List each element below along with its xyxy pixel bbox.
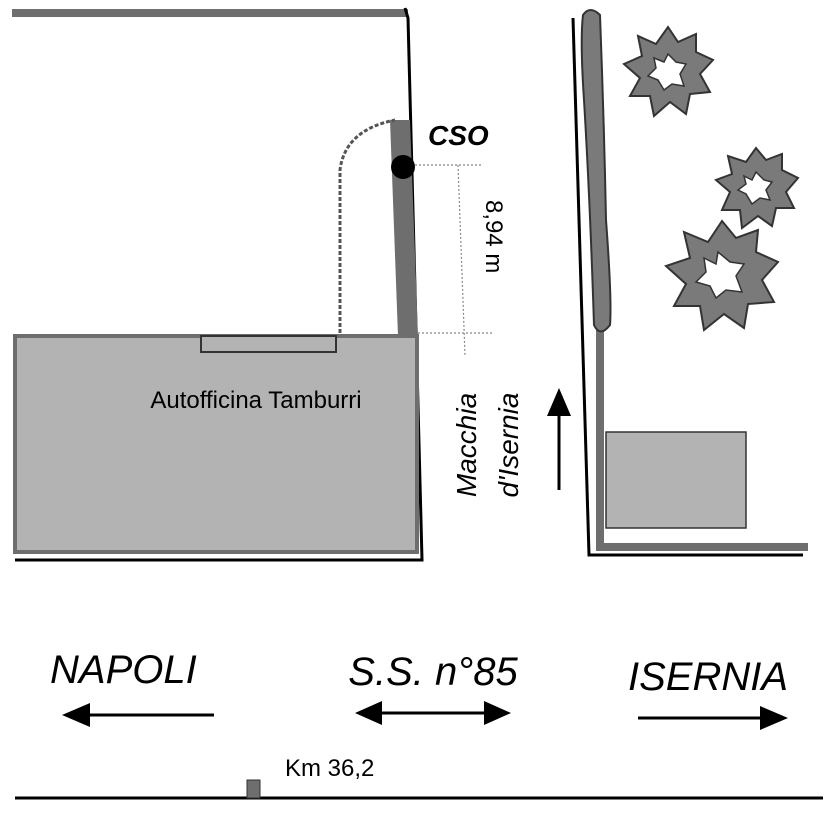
right-gray-wall — [596, 330, 808, 551]
hedge-strip — [580, 9, 612, 333]
cso-label: CSO — [428, 120, 489, 151]
tree-icon — [664, 219, 780, 332]
road-center-label: S.S. n°85 — [348, 650, 518, 694]
cso-point — [391, 155, 415, 179]
right-road-edge — [571, 17, 803, 557]
building-autofficina — [13, 334, 419, 554]
tree-icon — [714, 146, 800, 230]
building-label: Autofficina Tamburri — [150, 387, 361, 414]
arrow-both-head-left — [355, 701, 382, 725]
direction-right-label: ISERNIA — [628, 655, 788, 699]
km-marker-post — [246, 779, 261, 799]
km-marker-label: Km 36,2 — [285, 755, 374, 782]
dimension-line-vertical — [457, 164, 466, 356]
direction-left-label: NAPOLI — [50, 648, 197, 692]
dashed-connection — [338, 118, 396, 333]
road-name-line1: Macchia — [451, 393, 482, 497]
road-direction-arrow-head — [547, 388, 571, 416]
building-entrance — [200, 335, 337, 353]
distance-label: 8,94 m — [480, 200, 507, 273]
arrow-right-head — [760, 706, 788, 730]
arrow-both-head-right — [484, 701, 511, 725]
arrow-left-head — [62, 703, 90, 727]
left-gray-wall — [390, 120, 418, 336]
right-building — [605, 431, 747, 529]
tree-icon — [622, 25, 715, 118]
road-name-line2: d'Isernia — [493, 393, 524, 498]
